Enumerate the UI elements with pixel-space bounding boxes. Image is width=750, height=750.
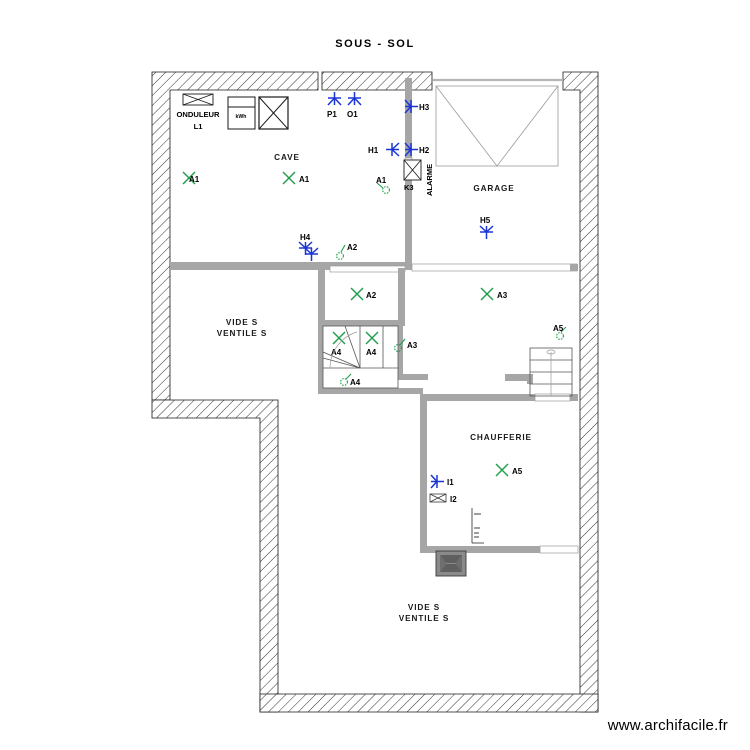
exterior-wall-right [562,71,599,713]
marker-label-A1-mid: A1 [299,175,310,184]
room-label-vides-ventiles-left-line2: VENTILE S [217,329,267,338]
ceiling-point-A3-garage: A3 [480,287,508,301]
electric-meter-symbol: kWh [227,96,256,130]
marker-label-I2: I2 [450,495,457,504]
fixture-I2: I2 [429,493,457,504]
exterior-wall-bottom [259,693,599,713]
footer-website-url: www.archifacile.fr [607,717,728,734]
fixture-H5: H5 [479,216,494,239]
boiler-unit-symbol [435,550,467,577]
interior-wall-junction [405,262,412,270]
room-label-garage: GARAGE [473,184,514,193]
room-label-vides-ventiles-bottom-line2: VENTILE S [399,614,449,623]
marker-label-A2-room: A2 [366,291,377,300]
interior-wall-a2-bottom [318,320,405,326]
switch-A1: A1 [376,176,390,194]
onduleur-circuit-label: L1 [194,122,204,131]
marker-label-I1: I1 [447,478,454,487]
interior-wall-chaufferie-top [420,394,578,401]
fixture-H2: H2 [404,142,430,157]
fixture-O1: O1 [347,92,362,119]
interior-wall-cave-garage-lower [405,180,412,262]
opening-glazed-partition [411,263,578,272]
switch-A2: A2 [336,243,358,260]
fixture-P1: P1 [327,92,342,119]
marker-label-H2: H2 [419,146,430,155]
marker-label-H5: H5 [480,216,491,225]
ceiling-point-A2-room: A2 [350,287,377,301]
switch-A5: A5 [553,324,567,340]
ceiling-point-A5-chaufferie: A5 [495,463,523,477]
distribution-board-symbol [258,96,289,130]
interior-wall-cave-garage-upper [405,78,412,158]
ceiling-point-A1-left: A1 [182,171,200,185]
interior-wall-chaufferie-bottom [420,546,578,553]
dimension-annotation [471,508,484,544]
marker-label-A4-upper-left: A4 [331,348,342,357]
opening-chaufferie-bottom [539,545,579,554]
marker-label-A4-upper-right: A4 [366,348,377,357]
marker-label-P1: P1 [327,110,337,119]
fixture-H1: H1 [368,142,400,157]
interior-wall-horizontal-left [170,262,405,270]
ceiling-point-A1-mid: A1 [282,171,310,185]
room-label-vides-ventiles-left-line1: VIDE S [226,318,258,327]
switch-A4: A4 [340,373,361,387]
interior-wall-right-stub [570,264,578,271]
room-label-chaufferie: CHAUFFERIE [470,433,532,442]
marker-label-A5-switch: A5 [553,324,564,333]
marker-label-H3: H3 [419,103,430,112]
marker-label-A3-garage: A3 [497,291,508,300]
interior-wall-stair-landing [398,374,428,380]
ceiling-point-A4-upper-right: A4 [365,331,379,357]
marker-label-A1-left: A1 [189,175,200,184]
meter-kwh-label: kWh [236,114,247,120]
interior-wall-stair-bottom [318,388,423,394]
marker-label-H1: H1 [368,146,379,155]
staircase-main [322,325,399,389]
room-label-cave: CAVE [274,153,300,162]
marker-label-O1: O1 [347,110,358,119]
room-label-vides-ventiles-bottom-line1: VIDE S [408,603,440,612]
ceiling-point-A4-upper-left: A4 [331,331,346,357]
interior-wall-a2-right [398,268,405,323]
fixture-H3: H3 [404,99,430,114]
marker-label-A1-switch: A1 [376,176,387,185]
exterior-walls [151,71,599,713]
staircase-right [529,347,573,397]
opening-middle-left [329,265,406,273]
marker-label-A3-switch: A3 [407,341,418,350]
alarme-symbol: K3 ALARME [403,159,434,196]
opening-chaufferie-top [534,393,571,402]
interior-wall-stair-left [318,326,323,394]
onduleur-group: ONDULEUR L1 [176,93,220,131]
marker-label-A5-chaufferie: A5 [512,467,523,476]
exterior-wall-top-middle [321,71,433,91]
garage-door-symbol [435,85,559,167]
switch-A3: A3 [394,338,418,352]
fixture-H4: H4 [298,233,319,261]
page-title: SOUS - SOL [335,38,415,50]
marker-label-A4-switch: A4 [350,378,361,387]
marker-label-K3: K3 [404,183,414,192]
marker-label-H4: H4 [300,233,311,242]
interior-wall-a2-left [318,268,325,323]
fixture-I1: I1 [430,474,454,489]
exterior-wall-left-jog [151,399,279,713]
marker-label-A2-switch: A2 [347,243,358,252]
alarme-vertical-label: ALARME [425,164,434,196]
onduleur-label: ONDULEUR [176,110,220,119]
interior-wall-stair-right-stub [505,374,533,381]
interior-wall-chaufferie-left [420,394,427,552]
